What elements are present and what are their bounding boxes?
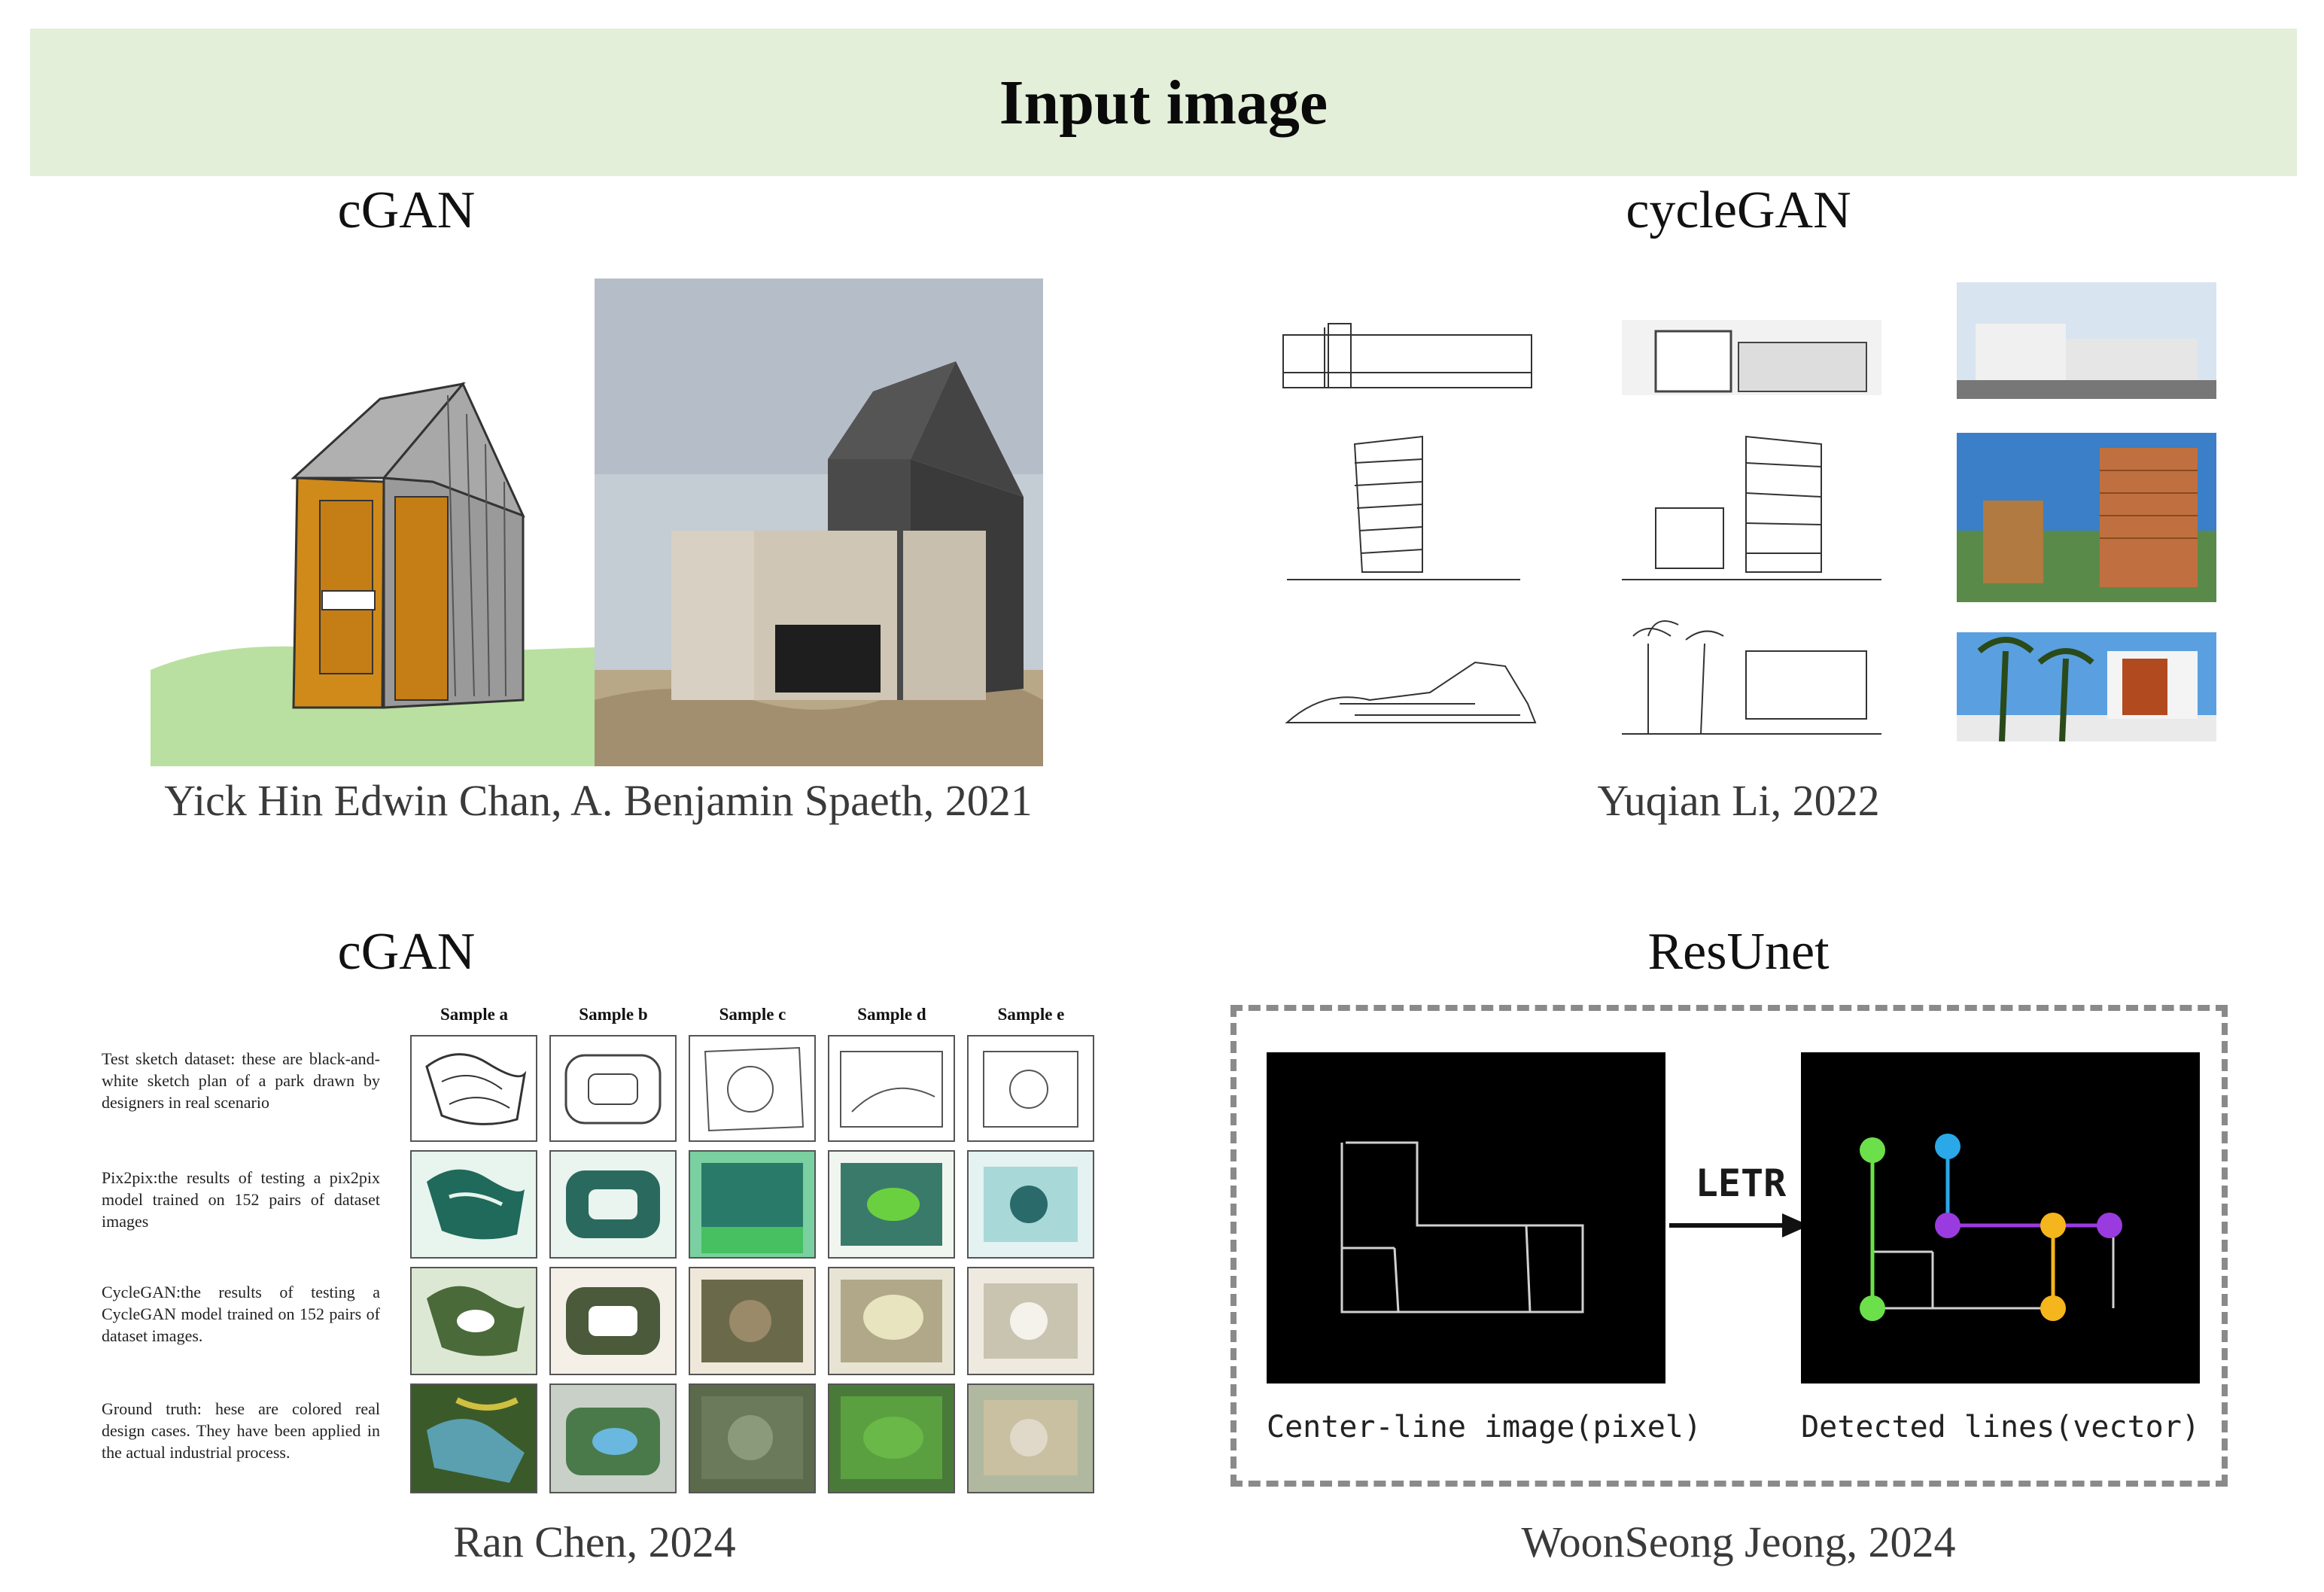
column-header: Sample c [719,1005,786,1024]
banner-title: Input image [999,67,1328,138]
grid-cell-cyclegan [689,1267,816,1375]
left-caption: Center-line image(pixel) [1267,1410,1702,1444]
column-header: Sample e [997,1005,1065,1024]
grid-cell-ground-truth [549,1383,677,1493]
panel-2-method: cycleGAN [1626,181,1851,239]
grid-cell-pix2pix [410,1150,537,1259]
row-description: CycleGAN:the results of testing a CycleG… [102,1283,380,1345]
grid-cell-sketch [689,1035,816,1142]
header-banner: Input image [30,29,2297,176]
arrow-right-icon [1669,1210,1812,1240]
row-description: Ground truth: hese are colored real desi… [102,1399,380,1462]
grid-cell-cyclegan [967,1267,1094,1375]
center-line-image [1267,1052,1665,1383]
panel-1-method: cGAN [337,181,476,239]
grid-cell-cyclegan [549,1267,677,1375]
grid-cell-sketch [549,1035,677,1142]
row-description: Pix2pix:the results of testing a pix2pix… [102,1168,380,1231]
grid-cell-pix2pix [549,1150,677,1259]
grid-cell-sketch [967,1035,1094,1142]
grid-cell-pix2pix [689,1150,816,1259]
panel-4-credit: WoonSeong Jeong, 2024 [1521,1517,1956,1566]
grid-cell-cyclegan [410,1267,537,1375]
column-header: Sample a [440,1005,509,1024]
grid-cell-pix2pix [967,1150,1094,1259]
grid-cell-sketch [828,1035,955,1142]
grid-cell-ground-truth [828,1383,955,1493]
letr-label: LETR [1695,1161,1787,1205]
house-sketch-render-image [151,279,1043,766]
detected-lines-image [1801,1052,2200,1383]
panel-2-credit: Yuqian Li, 2022 [1597,776,1880,825]
panel-1-credit: Yick Hin Edwin Chan, A. Benjamin Spaeth,… [164,776,1033,825]
grid-cell-sketch [410,1035,537,1142]
grid-cell-pix2pix [828,1150,955,1259]
column-header: Sample d [857,1005,926,1024]
cyclegan-image-grid [1279,282,2220,749]
panel-3-method: cGAN [337,923,476,981]
grid-cell-ground-truth [410,1383,537,1493]
right-caption: Detected lines(vector) [1801,1410,2200,1444]
row-description: Test sketch dataset: these are black-and… [102,1049,380,1112]
grid-cell-cyclegan [828,1267,955,1375]
panel-3-credit: Ran Chen, 2024 [453,1517,736,1566]
panel-4-method: ResUnet [1647,923,1830,981]
ran-chen-comparison-table: Sample a Sample b Sample c Sample d Samp… [98,1001,1099,1498]
grid-cell-ground-truth [967,1383,1094,1493]
grid-cell-ground-truth [689,1383,816,1493]
column-header: Sample b [579,1005,648,1024]
resunet-dashed-frame: LETR Center-line image(pixel) Detected l… [1230,1005,2228,1487]
